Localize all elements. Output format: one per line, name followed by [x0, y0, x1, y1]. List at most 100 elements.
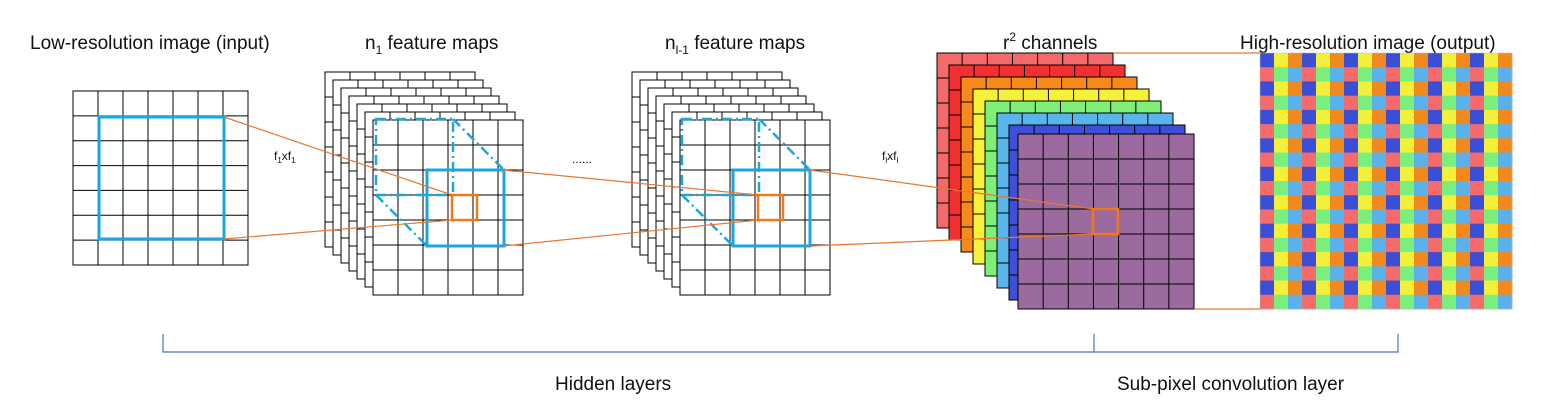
- output-pixel: [1470, 266, 1485, 281]
- output-pixel: [1344, 152, 1359, 168]
- hidden-layers-brace: [162, 334, 1095, 353]
- output-pixel: [1484, 294, 1499, 310]
- output-pixel: [1428, 124, 1443, 139]
- output-pixel: [1498, 280, 1513, 296]
- output-pixel: [1414, 67, 1429, 82]
- output-pixel: [1386, 280, 1401, 296]
- output-pixel: [1330, 124, 1345, 139]
- output-pixel: [1372, 152, 1387, 168]
- output-pixel: [1288, 280, 1303, 296]
- output-pixel: [1484, 280, 1499, 296]
- kernel-projection-line: [452, 118, 505, 171]
- output-pixel: [1274, 237, 1289, 253]
- output-pixel: [1498, 152, 1513, 168]
- output-pixel: [1442, 152, 1457, 168]
- output-pixel: [1372, 181, 1387, 196]
- output-pixel: [1274, 252, 1289, 267]
- output-pixel: [1288, 209, 1303, 225]
- output-pixel: [1428, 181, 1443, 196]
- output-pixel: [1456, 67, 1471, 82]
- feature-maps-stack-2: [631, 71, 831, 296]
- output-pixel: [1470, 252, 1485, 267]
- output-pixel: [1400, 67, 1415, 82]
- output-pixel: [1344, 124, 1359, 139]
- ellipsis: ......: [572, 152, 592, 166]
- output-pixel: [1372, 67, 1387, 82]
- output-pixel: [1414, 237, 1429, 253]
- output-pixel: [1400, 252, 1415, 267]
- output-pixel: [1498, 53, 1513, 68]
- output-title: High-resolution image (output): [1240, 33, 1496, 54]
- output-pixel: [1260, 138, 1275, 153]
- output-pixel: [1372, 237, 1387, 253]
- output-pixel: [1428, 195, 1443, 210]
- feature-l-map: [679, 119, 831, 296]
- output-pixel: [1316, 280, 1331, 296]
- output-pixel: [1316, 181, 1331, 196]
- output-pixel: [1344, 237, 1359, 253]
- output-pixel: [1316, 209, 1331, 225]
- output-image: [1259, 52, 1513, 310]
- output-pixel: [1470, 181, 1485, 196]
- output-pixel: [1358, 81, 1373, 97]
- output-pixel: [1386, 124, 1401, 139]
- output-pixel: [1330, 280, 1345, 296]
- output-pixel: [1288, 237, 1303, 253]
- output-pixel: [1274, 181, 1289, 196]
- output-pixel: [1484, 152, 1499, 168]
- output-pixel: [1274, 109, 1289, 125]
- output-pixel: [1330, 138, 1345, 153]
- output-pixel: [1386, 67, 1401, 82]
- output-pixel: [1274, 152, 1289, 168]
- output-pixel: [1372, 209, 1387, 225]
- output-pixel: [1470, 195, 1485, 210]
- output-pixel: [1344, 138, 1359, 153]
- output-pixel: [1260, 266, 1275, 281]
- output-pixel: [1442, 81, 1457, 97]
- output-pixel: [1428, 266, 1443, 281]
- input-kernel-window: [97, 115, 226, 241]
- output-pixel: [1358, 294, 1373, 310]
- output-pixel: [1470, 223, 1485, 239]
- output-frame: [1259, 52, 1513, 310]
- channel-front: [1017, 133, 1195, 310]
- output-pixel: [1428, 166, 1443, 182]
- output-pixel: [1316, 223, 1331, 239]
- output-pixel: [1274, 223, 1289, 239]
- output-pixel: [1470, 67, 1485, 82]
- output-pixel: [1344, 166, 1359, 182]
- output-pixel: [1456, 195, 1471, 210]
- output-pixel: [1260, 95, 1275, 111]
- output-pixel: [1372, 81, 1387, 97]
- output-pixel: [1358, 109, 1373, 125]
- dashed-kernel-window: [680, 117, 761, 197]
- output-pixel: [1260, 124, 1275, 139]
- output-pixel: [1372, 166, 1387, 182]
- output-pixel: [1414, 166, 1429, 182]
- output-pixel: [1484, 124, 1499, 139]
- output-pixel: [1484, 166, 1499, 182]
- output-pixel: [1330, 152, 1345, 168]
- output-pixel: [1302, 109, 1317, 125]
- output-pixel: [1344, 109, 1359, 125]
- output-pixel: [1400, 181, 1415, 196]
- output-pixel: [1484, 109, 1499, 125]
- output-pixel: [1372, 223, 1387, 239]
- output-pixel: [1386, 95, 1401, 111]
- output-pixel: [1456, 294, 1471, 310]
- output-pixel: [1302, 294, 1317, 310]
- nl1-title: nl-1 feature maps: [665, 33, 805, 57]
- output-pixel: [1386, 223, 1401, 239]
- output-patch: [450, 193, 479, 222]
- kernel-projection-line: [758, 118, 811, 171]
- output-pixel: [1358, 152, 1373, 168]
- output-pixel: [1330, 266, 1345, 281]
- output-pixel: [1456, 252, 1471, 267]
- output-pixel: [1260, 109, 1275, 125]
- output-pixel: [1386, 109, 1401, 125]
- output-pixel: [1498, 195, 1513, 210]
- output-pixel: [1456, 209, 1471, 225]
- output-pixel: [1456, 124, 1471, 139]
- output-pixel: [1288, 181, 1303, 196]
- output-pixel: [1274, 294, 1289, 310]
